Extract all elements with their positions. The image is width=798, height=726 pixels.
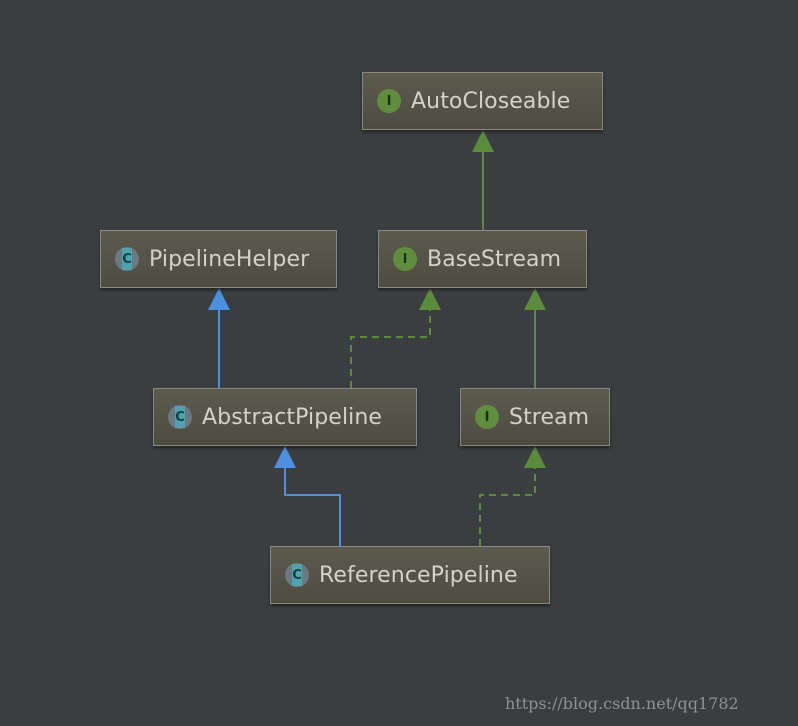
node-label-pipelinehelper: PipelineHelper — [149, 246, 310, 272]
edge-referencepipeline-to-abstractpipeline — [284, 468, 341, 546]
node-basestream[interactable]: I BaseStream — [378, 230, 587, 288]
arrowhead-autocloseable — [472, 130, 494, 152]
interface-icon: I — [475, 405, 499, 429]
class-icon: C — [168, 405, 192, 429]
node-label-stream: Stream — [509, 404, 590, 430]
interface-icon: I — [393, 247, 417, 271]
watermark: https://blog.csdn.net/qq1782 — [505, 694, 739, 713]
node-label-basestream: BaseStream — [427, 246, 562, 272]
edge-referencepipeline-to-stream — [479, 468, 536, 546]
class-icon: C — [115, 247, 139, 271]
node-referencepipeline[interactable]: C ReferencePipeline — [270, 546, 550, 604]
node-label-abstractpipeline: AbstractPipeline — [202, 404, 383, 430]
node-pipelinehelper[interactable]: C PipelineHelper — [100, 230, 337, 288]
arrowhead-stream — [524, 446, 546, 468]
interface-icon: I — [377, 89, 401, 113]
node-abstractpipeline[interactable]: C AbstractPipeline — [153, 388, 417, 446]
node-stream[interactable]: I Stream — [460, 388, 610, 446]
class-icon: C — [285, 563, 309, 587]
node-autocloseable[interactable]: I AutoCloseable — [362, 72, 603, 130]
arrowhead-pipelinehelper — [208, 288, 230, 310]
node-label-autocloseable: AutoCloseable — [411, 88, 571, 114]
arrowhead-basestream-solid — [524, 288, 546, 310]
node-label-referencepipeline: ReferencePipeline — [319, 562, 518, 588]
arrowhead-basestream-dashed — [419, 288, 441, 310]
arrowhead-abstractpipeline — [274, 446, 296, 468]
edge-abstractpipeline-to-basestream — [350, 310, 431, 388]
